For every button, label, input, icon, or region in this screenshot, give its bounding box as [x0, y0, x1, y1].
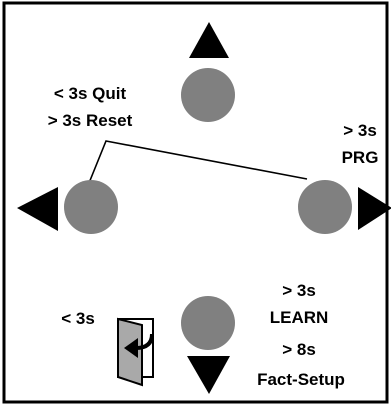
up-button[interactable] [181, 68, 235, 122]
triangle-down-icon [187, 356, 230, 394]
triangle-up-icon [189, 22, 229, 58]
left-button[interactable] [64, 180, 118, 234]
down-button[interactable] [181, 296, 235, 350]
label-fact-setup: Fact-Setup [257, 370, 345, 389]
right-button[interactable] [298, 180, 352, 234]
label-learn: LEARN [270, 308, 329, 327]
exit-door-icon [117, 317, 154, 387]
label-exit-time: < 3s [61, 309, 95, 328]
label-right-time: > 3s [343, 121, 377, 140]
triangle-right-icon [358, 187, 391, 230]
label-prg: PRG [342, 148, 379, 167]
label-reset: > 3s Reset [48, 111, 133, 130]
triangle-left-icon [17, 187, 58, 231]
label-learn-time: > 3s [282, 281, 316, 300]
label-fact-time: > 8s [282, 340, 316, 359]
connector-line [88, 140, 308, 184]
label-quit: < 3s Quit [54, 84, 127, 103]
